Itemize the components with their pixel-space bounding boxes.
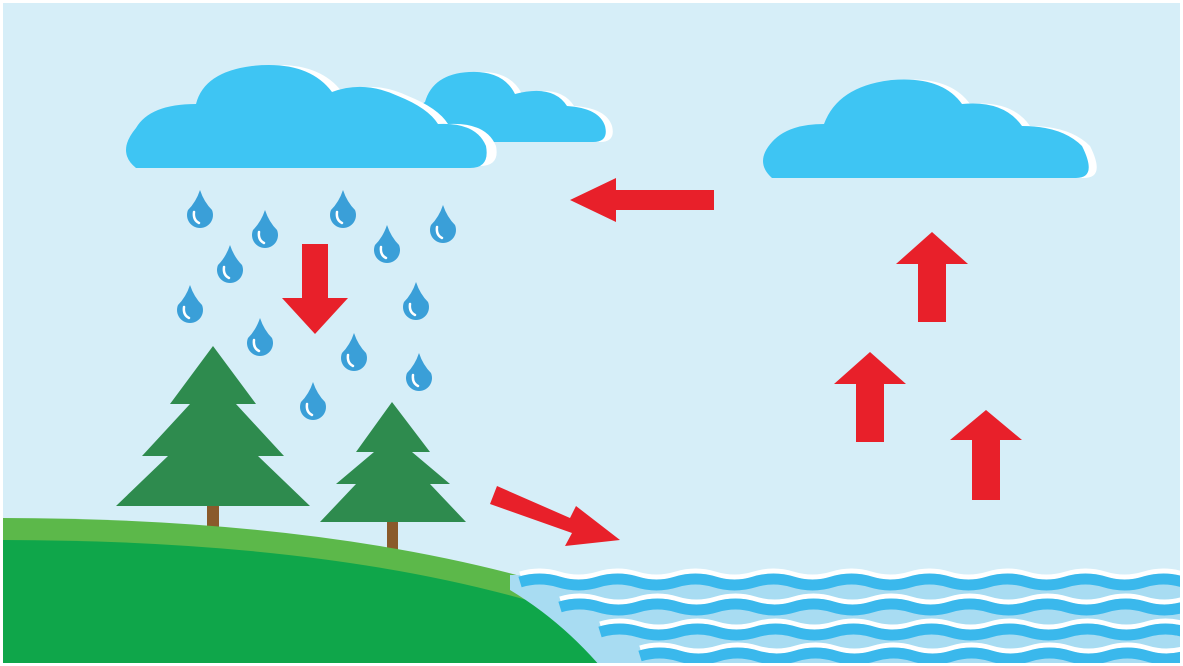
water-waves-icon (510, 571, 1183, 666)
